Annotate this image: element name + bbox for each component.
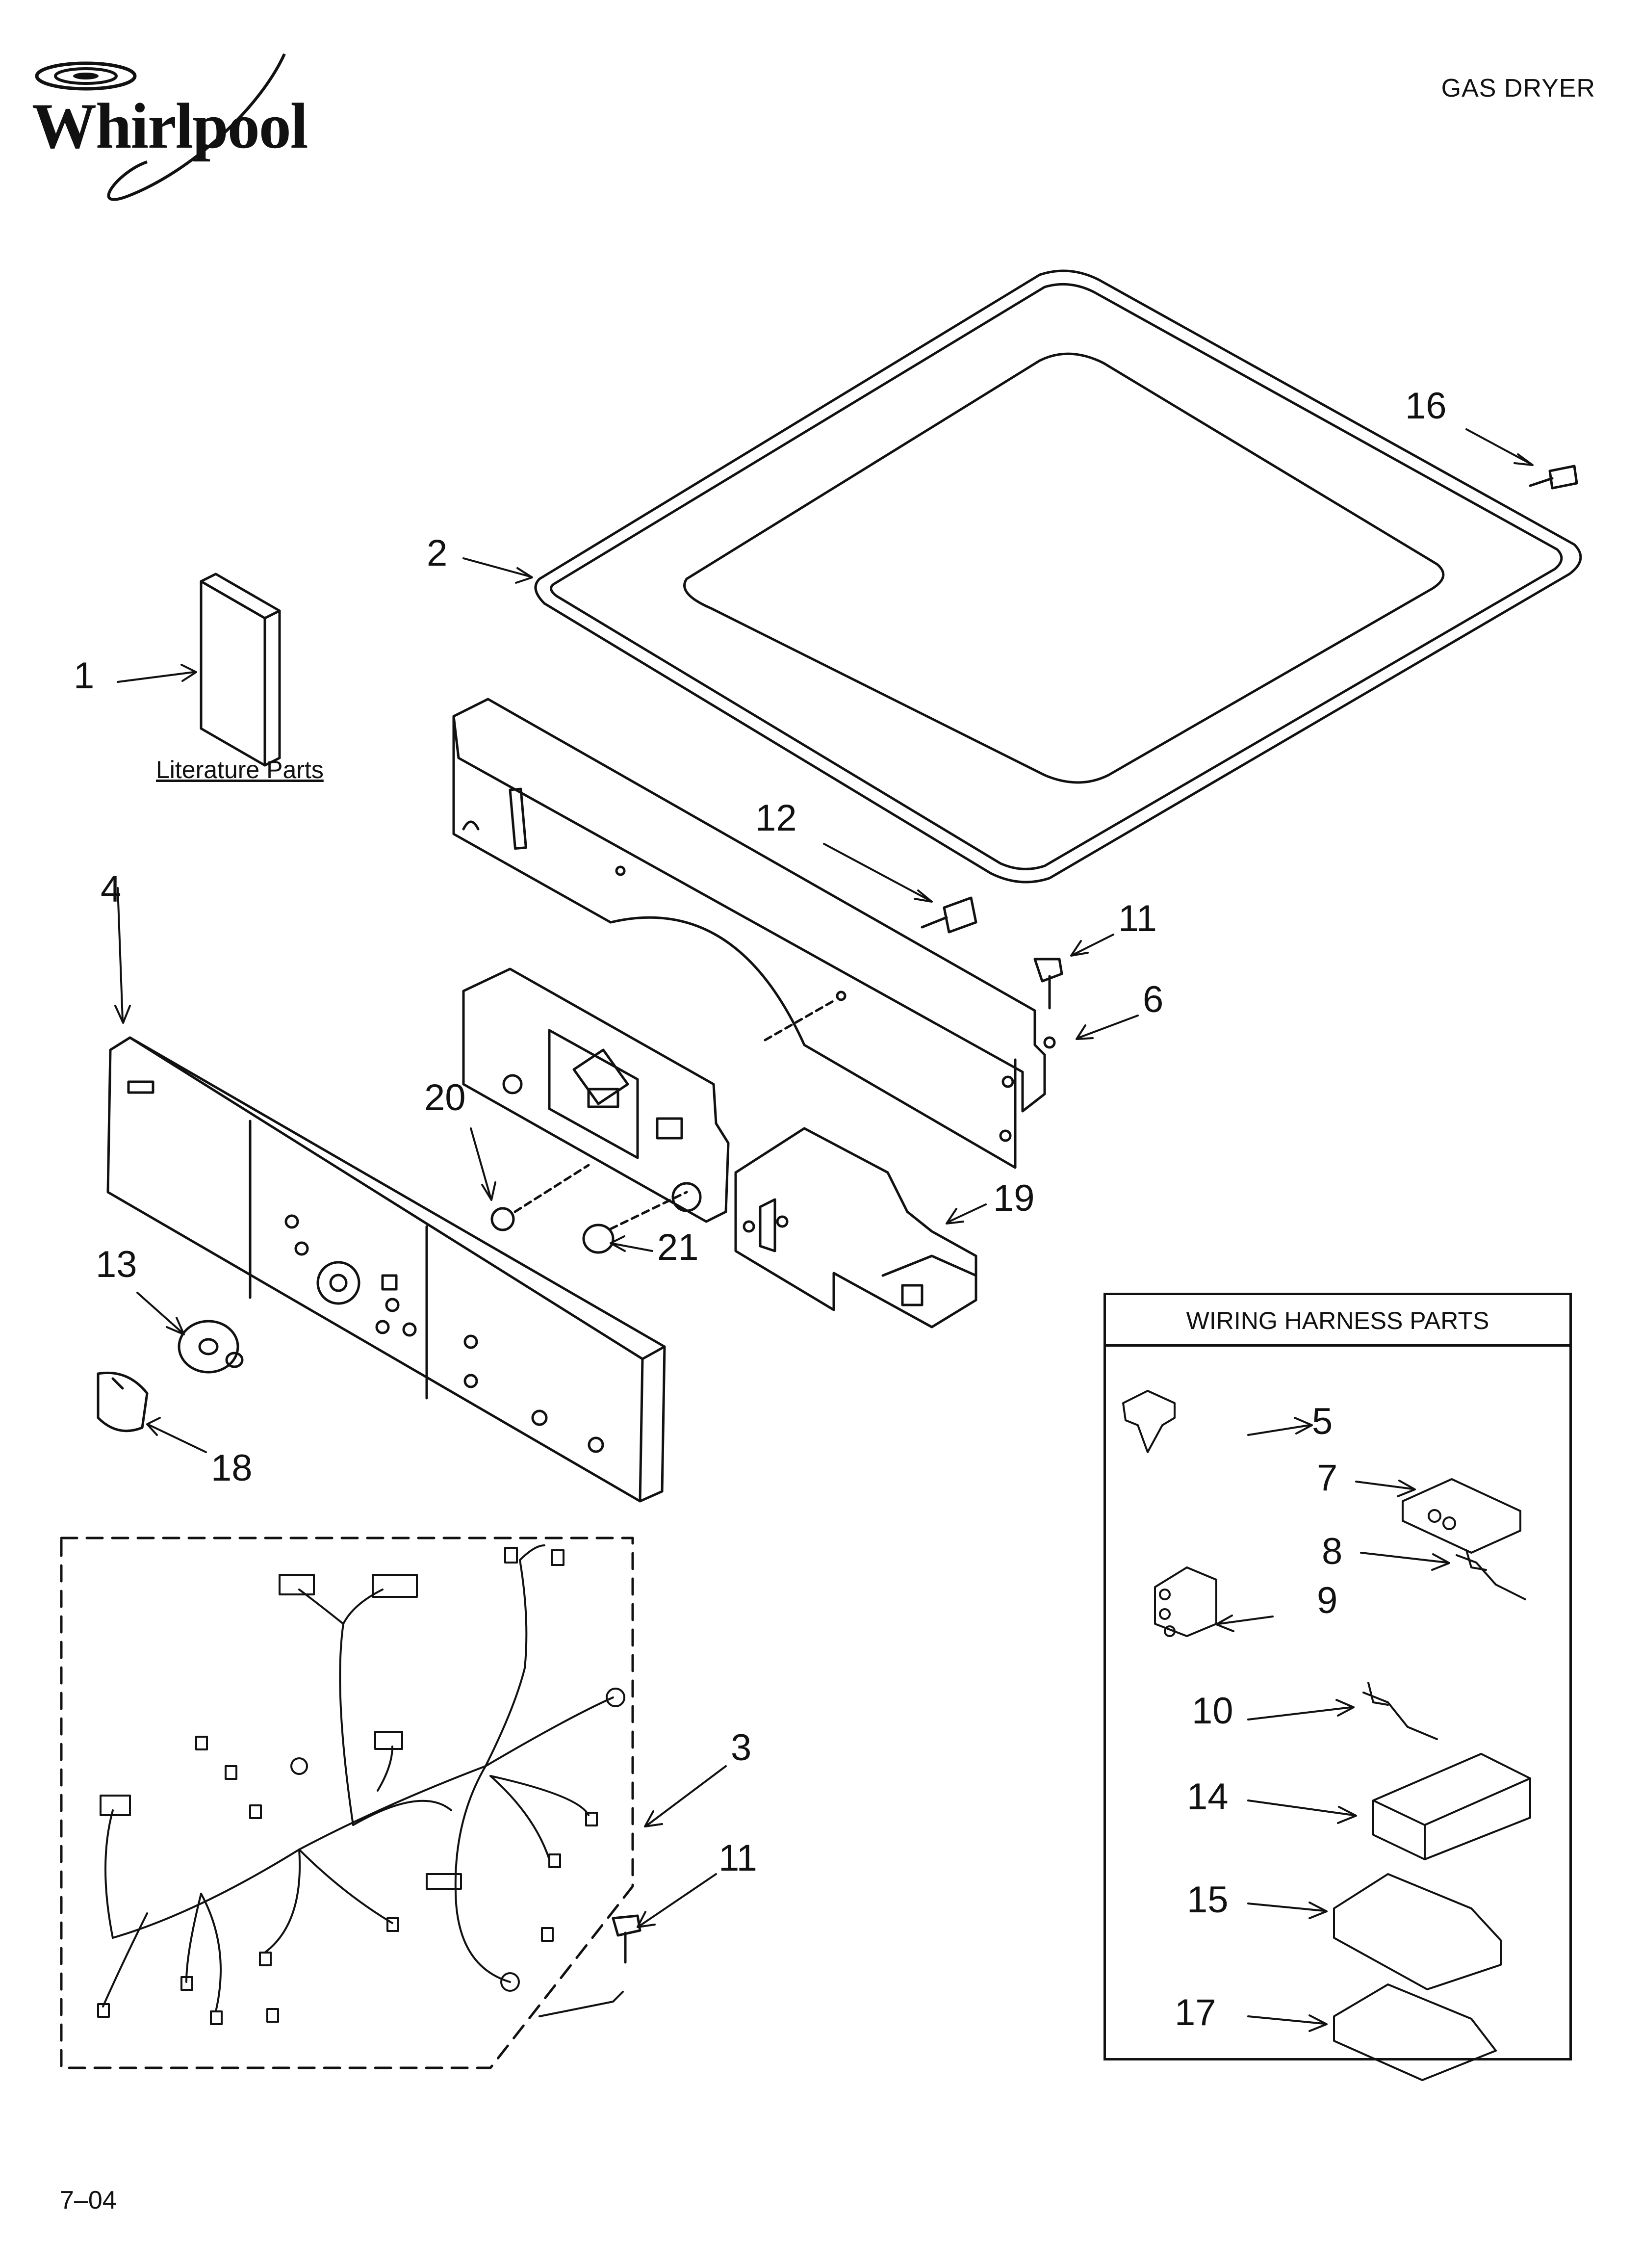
callout-16: 16 [1405, 385, 1447, 427]
harness-small-parts [1122, 1390, 1531, 2081]
literature-parts-label: Literature Parts [156, 756, 324, 783]
callout-20: 20 [424, 1077, 466, 1119]
leader-arrows [114, 428, 1534, 2032]
dryer-top-part [534, 269, 1582, 884]
harness-outline [60, 1537, 634, 2069]
callout-12: 12 [755, 797, 797, 839]
wiring-harness-part [97, 1544, 625, 2025]
callout-1: 1 [74, 655, 95, 697]
callout-6: 6 [1143, 979, 1164, 1020]
callout-2: 2 [427, 532, 448, 574]
callout-13: 13 [96, 1244, 137, 1285]
brand-wordmark: Whirlpool [32, 90, 308, 162]
wiring-harness-title: WIRING HARNESS PARTS [1106, 1295, 1569, 1347]
control-panel-part [106, 1036, 666, 1503]
wiring-harness-parts-box: WIRING HARNESS PARTS [1103, 1293, 1572, 2060]
logo-swirl-icon [35, 53, 286, 201]
callout-3: 3 [731, 1727, 752, 1769]
literature-booklet-part [200, 573, 281, 767]
screw-parts [612, 465, 1578, 1964]
button-parts [490, 1164, 688, 1254]
callout-11: 11 [1118, 898, 1157, 939]
callout-11: 11 [718, 1837, 757, 1879]
callout-5: 5 [1312, 1401, 1333, 1442]
control-knob-part [97, 1371, 149, 1433]
callout-17: 17 [1175, 1992, 1216, 2033]
callout-9: 9 [1317, 1580, 1338, 1621]
control-housing-part [462, 967, 977, 1329]
callout-10: 10 [1192, 1690, 1233, 1732]
knob-base-part [178, 1320, 244, 1374]
callout-7: 7 [1317, 1457, 1338, 1499]
callout-14: 14 [1187, 1776, 1229, 1818]
callout-15: 15 [1187, 1879, 1229, 1921]
callout-4: 4 [101, 868, 122, 910]
callout-21: 21 [657, 1226, 699, 1268]
whirlpool-logo: Whirlpool [29, 49, 334, 216]
callout-19: 19 [993, 1177, 1035, 1219]
callout-8: 8 [1322, 1531, 1343, 1572]
callout-18: 18 [211, 1447, 253, 1489]
revision-code: 7–04 [60, 2186, 117, 2215]
console-bracket-part [452, 698, 1056, 1169]
page-title: GAS DRYER [1441, 74, 1595, 103]
